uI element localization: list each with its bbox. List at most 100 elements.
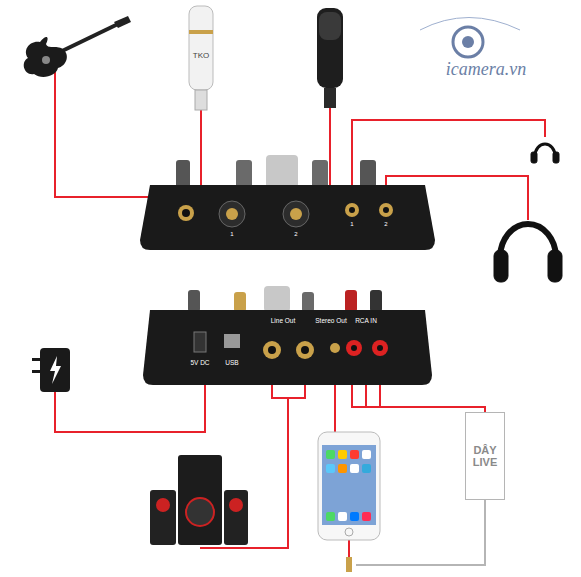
- jack-hole: [351, 345, 357, 351]
- jack: [379, 203, 393, 217]
- home-button: [345, 528, 353, 536]
- guitar-cable: [55, 62, 186, 204]
- app-icon: [362, 512, 371, 521]
- smartphone: [318, 432, 380, 572]
- power-cable: [55, 385, 205, 432]
- jack: [178, 205, 194, 221]
- callout-number: 1: [350, 221, 353, 228]
- app-icon: [338, 450, 347, 459]
- phone-screen: [322, 445, 376, 525]
- mic-body: [189, 6, 213, 90]
- jack-hole: [182, 209, 190, 217]
- app-icon: [338, 512, 347, 521]
- ear-cup: [553, 152, 559, 163]
- jack-hole: [268, 346, 276, 354]
- app-icon: [362, 464, 371, 473]
- guitar-body: [24, 37, 67, 77]
- callout-number: 2: [294, 231, 297, 238]
- phone-body: [318, 432, 380, 540]
- jack-hole: [383, 207, 389, 213]
- adapter-prong: [32, 358, 40, 361]
- headband: [500, 224, 556, 258]
- cable-box: DÂY LIVE: [465, 412, 505, 500]
- woofer: [156, 498, 170, 512]
- knob: [188, 290, 200, 312]
- app-icon: [350, 450, 359, 459]
- rca-jack: [372, 340, 388, 356]
- woofer: [186, 498, 214, 526]
- logo-arc: [420, 18, 520, 31]
- phone-cable: [348, 540, 350, 558]
- watermark: icamera.vn: [446, 60, 526, 80]
- app-icon: [326, 464, 335, 473]
- adapter-body: [40, 348, 70, 392]
- knob: [266, 155, 298, 188]
- jack: [263, 341, 281, 359]
- knob: [370, 290, 382, 312]
- port-label: USB: [225, 359, 238, 366]
- bolt-symbol: [50, 356, 61, 384]
- port-label: 5V DC: [190, 359, 209, 366]
- port-label: Line Out: [271, 317, 296, 324]
- front-body: [140, 185, 435, 250]
- app-icon: [326, 512, 335, 521]
- knob: [234, 292, 246, 312]
- app-icons: [326, 450, 371, 521]
- app-icon: [350, 464, 359, 473]
- connector-wire: [366, 385, 485, 412]
- combo-ring: [290, 208, 302, 220]
- black-microphone: [317, 8, 343, 108]
- mic-base: [324, 88, 336, 108]
- port-label: RCA IN: [355, 317, 377, 324]
- knob: [176, 160, 190, 188]
- mic-base: [195, 90, 207, 110]
- device-panel: 5V DC USB Line Out Stereo Out RCA IN: [143, 300, 433, 385]
- small-headphones: [531, 144, 559, 163]
- combo-ring: [226, 208, 238, 220]
- audio-plug: [346, 557, 352, 572]
- satellite: [150, 490, 176, 545]
- ear-cup: [531, 152, 537, 163]
- mic-body: [317, 8, 343, 88]
- combo-jack: [219, 201, 245, 227]
- guitar-neck: [60, 24, 118, 52]
- callout-number: 1: [230, 231, 233, 238]
- callout-number: 2: [384, 221, 387, 228]
- jack-hole: [349, 207, 355, 213]
- jack: [330, 343, 340, 353]
- stereo-out-cable: [334, 385, 336, 432]
- knob: [312, 160, 328, 188]
- power-adapter: [32, 348, 70, 392]
- white-microphone: [189, 6, 213, 110]
- usb-port: [224, 334, 240, 348]
- interface-front: [140, 155, 435, 250]
- woofer: [229, 498, 243, 512]
- jack-hole: [377, 345, 383, 351]
- combo-jack: [283, 201, 309, 227]
- satellite: [224, 490, 248, 545]
- jack-hole: [301, 346, 309, 354]
- knob: [302, 292, 314, 312]
- logo-core: [462, 36, 474, 48]
- app-icon: [362, 450, 371, 459]
- mic-brand: TKO: [193, 52, 209, 61]
- mic-grille: [319, 12, 341, 40]
- app-icon: [326, 450, 335, 459]
- logo-ring: [453, 27, 483, 57]
- port-label: Stereo Out: [315, 317, 346, 324]
- jack: [296, 341, 314, 359]
- speaker-set: [150, 455, 248, 545]
- guitar-head: [114, 16, 131, 28]
- subwoofer: [178, 455, 222, 545]
- rca-jack: [346, 340, 362, 356]
- mic-band: [189, 30, 213, 34]
- knob: [360, 160, 376, 188]
- ear-cup: [548, 250, 562, 282]
- box-title: DÂY LIVE: [470, 444, 500, 468]
- jack: [345, 203, 359, 217]
- large-headphones: [494, 224, 562, 282]
- knob: [345, 290, 357, 312]
- power-switch: [194, 332, 206, 352]
- app-icon: [350, 512, 359, 521]
- headband: [535, 144, 555, 156]
